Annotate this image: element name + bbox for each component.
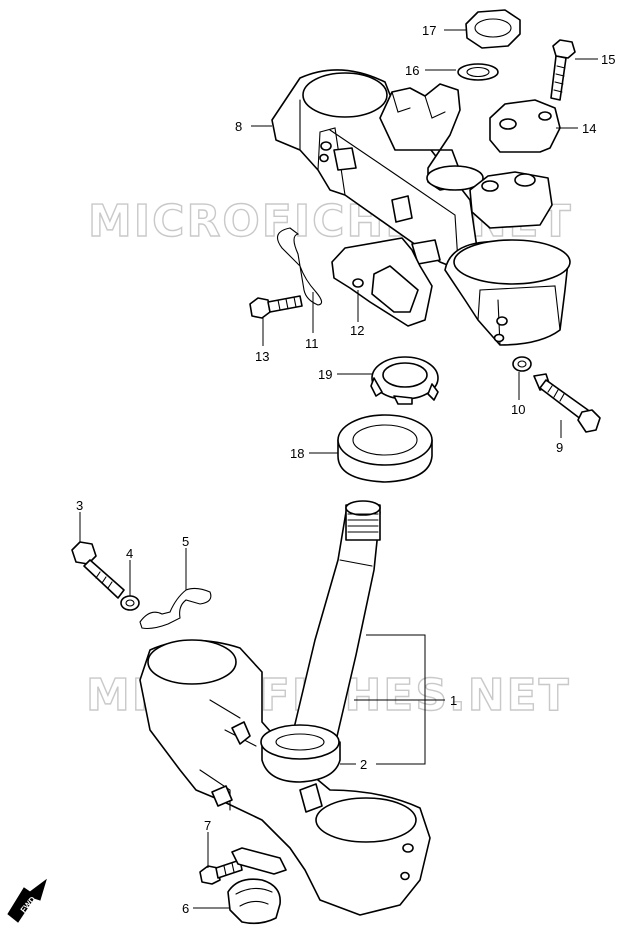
bolt-part — [550, 39, 576, 101]
wire-clip-part — [139, 587, 212, 630]
callout-5: 5 — [182, 534, 189, 549]
callout-2: 2 — [360, 757, 367, 772]
callout-15: 15 — [601, 52, 615, 67]
callout-10: 10 — [511, 402, 525, 417]
callout-8: 8 — [235, 119, 242, 134]
clip-part — [276, 227, 323, 306]
stopper-bracket-part — [331, 237, 433, 327]
callout-4: 4 — [126, 546, 133, 561]
ring-nut-part — [370, 356, 439, 405]
handlebar-holder-upper-part — [469, 99, 561, 229]
callout-1: 1 — [450, 693, 457, 708]
hose-guide-part — [227, 847, 287, 925]
upper-bracket-part — [271, 69, 571, 346]
callout-18: 18 — [290, 446, 304, 461]
steering-stem-part — [289, 500, 381, 746]
bracket-bolt-part — [71, 541, 125, 599]
callout-14: 14 — [582, 121, 596, 136]
nut-part — [465, 9, 521, 49]
callout-7: 7 — [204, 818, 211, 833]
leader-lines — [79, 29, 598, 909]
callout-19: 19 — [318, 367, 332, 382]
washer-part — [512, 356, 532, 372]
callout-16: 16 — [405, 63, 419, 78]
long-bolt-part — [533, 373, 601, 433]
fwd-arrow-badge: FWD — [7, 878, 47, 923]
callout-17: 17 — [422, 23, 436, 38]
lower-bracket-part — [139, 639, 431, 916]
callout-6: 6 — [182, 901, 189, 916]
callout-9: 9 — [556, 440, 563, 455]
callout-labels: 17 15 16 8 14 11 12 13 19 10 9 18 3 4 5 … — [76, 23, 615, 916]
callout-11: 11 — [305, 336, 319, 351]
handlebar-holder-lower-part — [379, 63, 499, 191]
small-washer-part — [120, 595, 140, 611]
small-bolt-part — [249, 295, 303, 319]
bearing-part — [337, 414, 433, 483]
callout-12: 12 — [350, 323, 364, 338]
guide-bolt-part — [199, 859, 243, 885]
callout-3: 3 — [76, 498, 83, 513]
callout-13: 13 — [255, 349, 269, 364]
